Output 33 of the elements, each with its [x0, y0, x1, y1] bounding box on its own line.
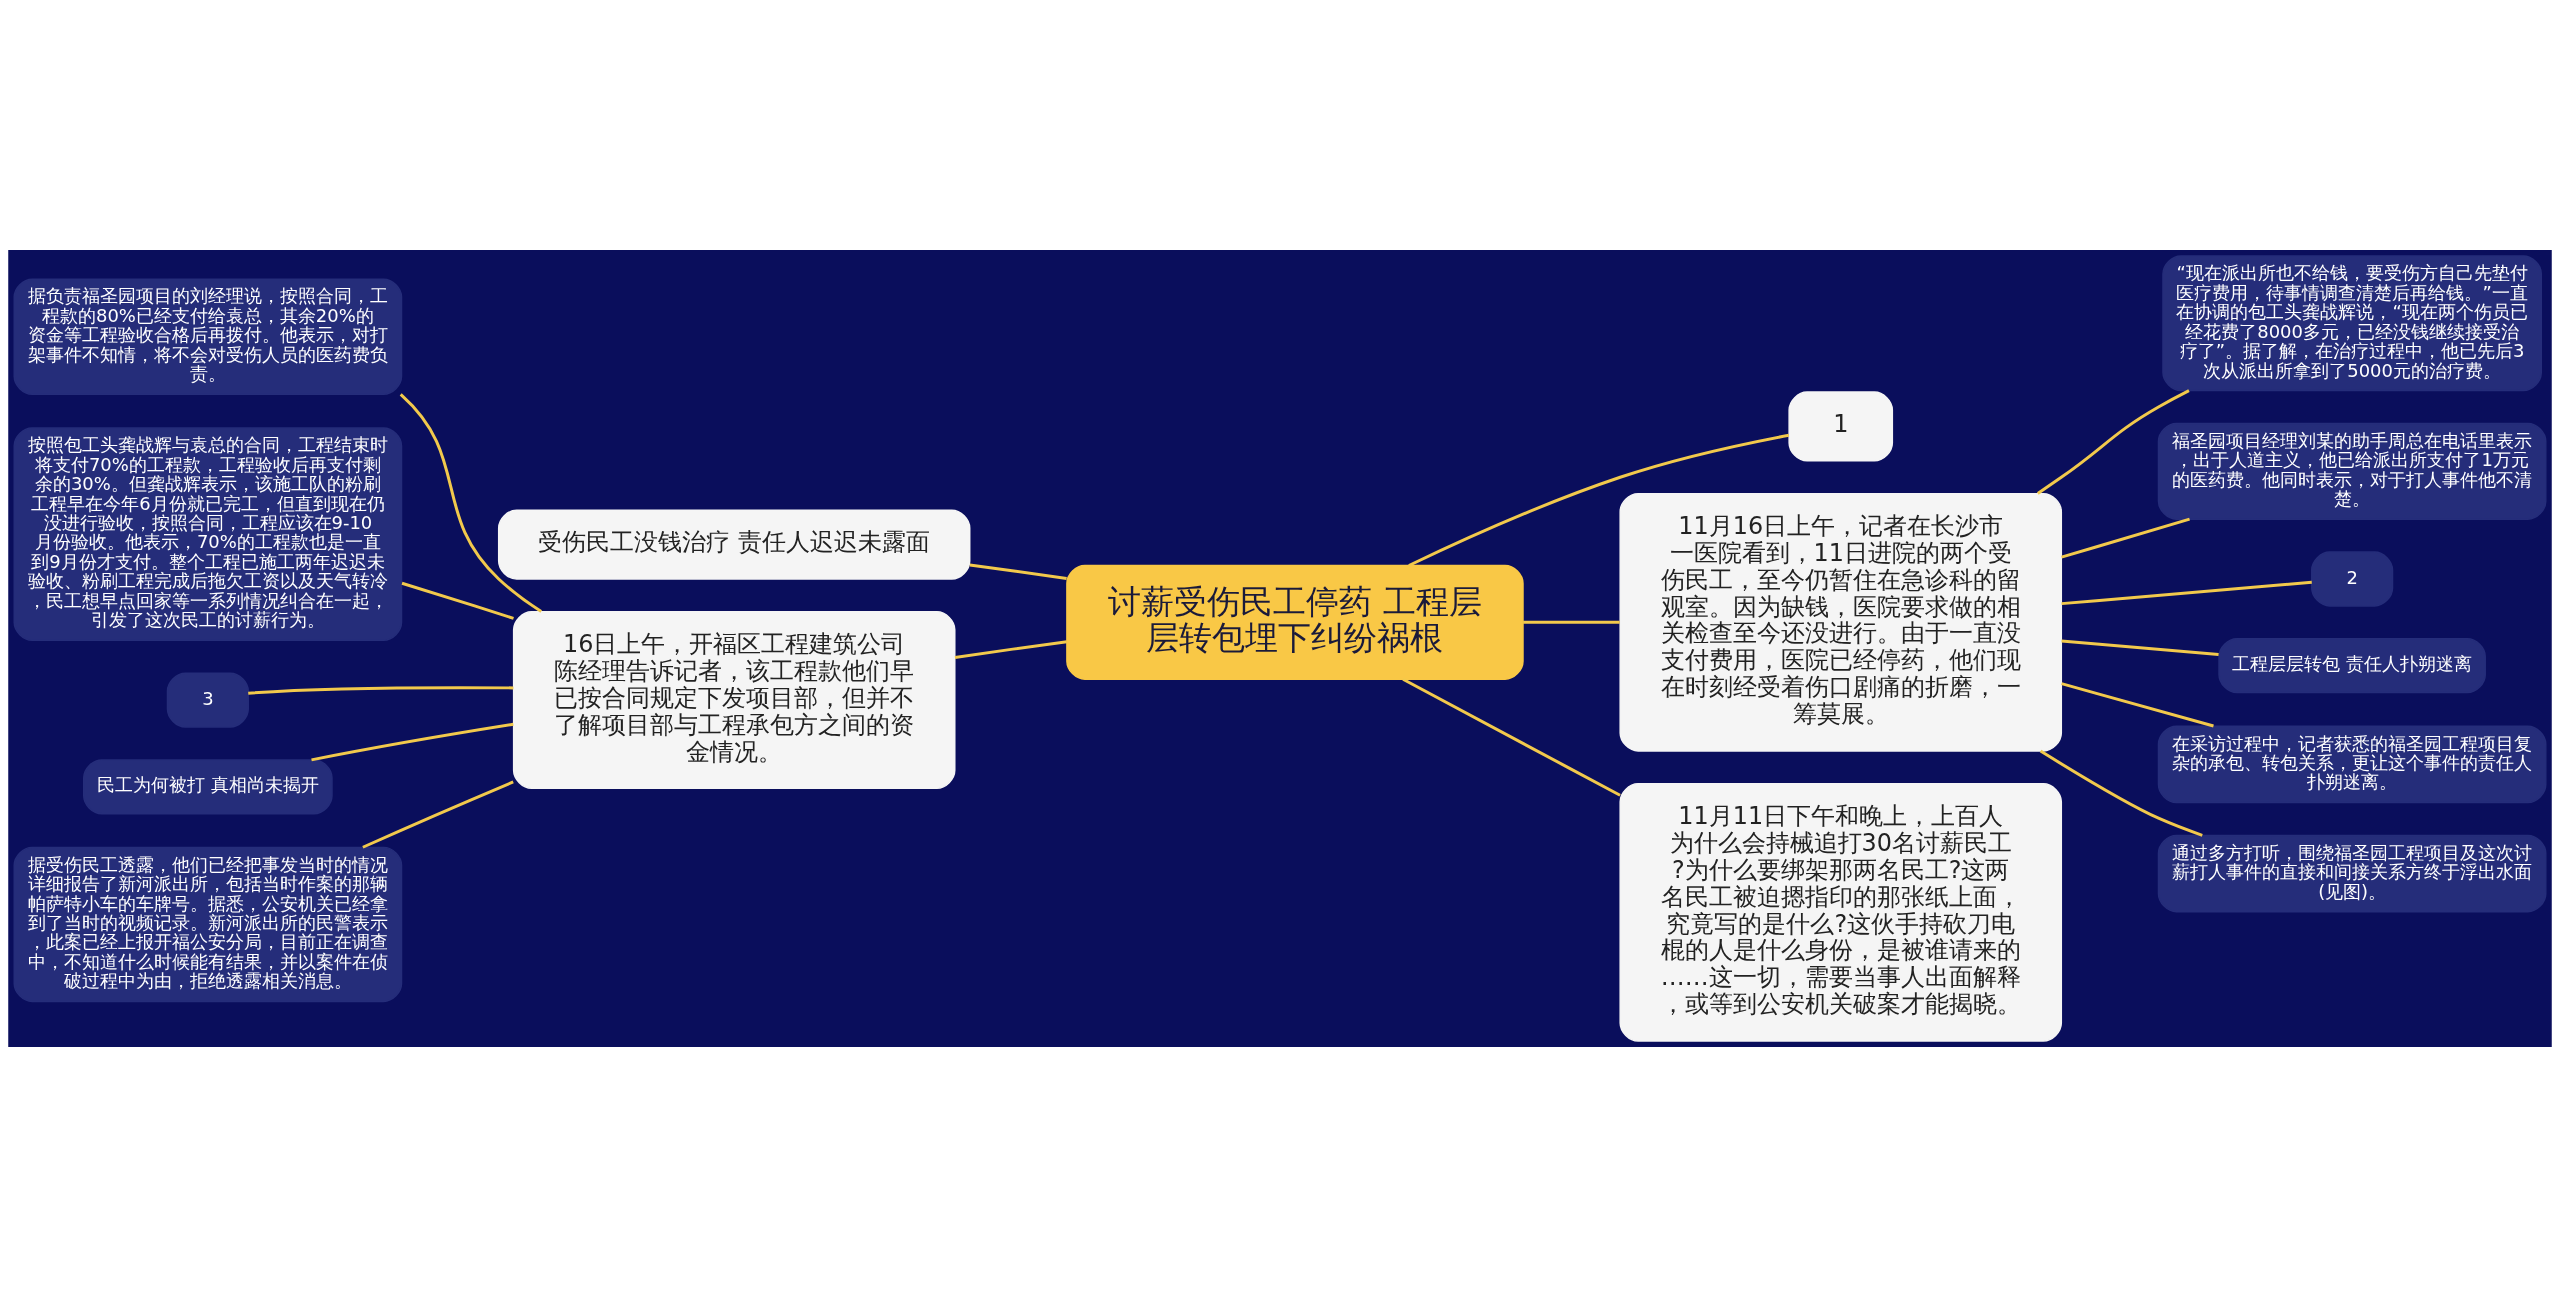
node-box: 3 — [166, 672, 249, 728]
connector — [969, 563, 1067, 581]
node-box: “现在派出所也不给钱，要受伤方自己先垫付医疗费用，待事情调查清楚后再给钱。”一直在协调的包工头龚战辉说，“现在两个伤员已经花费了8000多元，已经没钱继续接受治疗了”。据了解，在治疗过程中，他已先后3次从派出所拿到了5000元的治疗费。 — [2162, 255, 2543, 392]
node-box: 在采访过程中，记者获悉的福圣园工程项目复杂的承包、转包关系，更让这个事件的责任人扑朔迷离。 — [2157, 725, 2547, 804]
connector — [2061, 682, 2214, 728]
node-box: 通过多方打听，围绕福圣园工程项目及这次讨薪打人事件的直接和间接关系方终于浮出水面(见图)。 — [2157, 834, 2547, 913]
connector — [2039, 749, 2203, 837]
connector — [311, 722, 514, 762]
node-box: 1 — [1788, 391, 1894, 462]
connector — [954, 640, 1068, 659]
connector — [399, 393, 543, 613]
node-box: 2 — [2311, 551, 2394, 607]
node-box: 福圣园项目经理刘某的助手周总在电话里表示，出于人道主义，他已给派出所支付了1万元的医药费。他同时表示，对于打人事件他不清楚。 — [2157, 422, 2547, 520]
node-box: 按照包工头龚战辉与袁总的合同，工程结束时将支付70%的工程款，工程验收后再支付剩余的30%。但龚战辉表示，该施工队的粉刷工程早在今年6月份就已完工，但直到现在仍没进行验收，按照合同，工程应该在9-10月份验收。他表示，70%的工程款也是一直到9月份才支付。整个工程已施工两年迟迟未验收、粉刷工程完成后拖欠工资以及天气转冷，民工想早点回家等一系列情况纠合在一起，引发了这次民工的讨薪行为。 — [13, 427, 403, 642]
connector — [2036, 389, 2190, 495]
connector — [2061, 580, 2312, 606]
node-box: 受伤民工没钱治疗 责任人迟迟未露面 — [497, 509, 971, 580]
node-box: 民工为何被打 真相尚未揭开 — [83, 759, 333, 815]
node-box: 11月11日下午和晚上，上百人为什么会持械追打30名讨薪民工?为什么要绑架那两名民工?这两名民工被迫摁指印的那张纸上面，究竟写的是什么?这伙手持砍刀电棍的人是什么身份，是被谁请来的……这一切，需要当事人出面解释，或等到公安机关破案才能揭晓。 — [1619, 783, 2063, 1042]
node-box: 11月16日上午，记者在长沙市一医院看到，11日进院的两个受伤民工，至今仍暂住在急诊科的留观室。因为缺钱，医院要求做的相关检查至今还没进行。由于一直没支付费用，医院已经停药，他们现在时刻经受着伤口剧痛的折磨，一筹莫展。 — [1619, 493, 2063, 752]
connector — [362, 780, 514, 849]
node-box: 工程层层转包 责任人扑朔迷离 — [2218, 638, 2486, 694]
node-box: 讨薪受伤民工停药 工程层层转包埋下纠纷祸根 — [1066, 564, 1524, 680]
connector — [401, 581, 514, 620]
connector — [1523, 620, 1620, 624]
connector — [1408, 433, 1790, 567]
connector — [2061, 639, 2219, 656]
connector — [2061, 517, 2190, 559]
node-box: 据负责福圣园项目的刘经理说，按照合同，工程款的80%已经支付给袁总，其余20%的资金等工程验收合格后再拨付。他表示，对打架事件不知情，将不会对受伤人员的医药费负责。 — [13, 278, 403, 396]
connector — [248, 686, 514, 695]
node-box: 据受伤民工透露，他们已经把事发当时的情况详细报告了新河派出所，包括当时作案的那辆帕萨特小车的车牌号。据悉，公安机关已经拿到了当时的视频记录。新河派出所的民警表示，此案已经上报开福公安分局，目前正在调查中，不知道什么时候能有结果，并以案件在侦破过程中为由，拒绝透露相关消息。 — [13, 846, 403, 1003]
connector — [1402, 678, 1621, 797]
node-box: 16日上午，开福区工程建筑公司陈经理告诉记者，该工程款他们早已按合同规定下发项目部，但并不了解项目部与工程承包方之间的资金情况。 — [512, 611, 956, 790]
